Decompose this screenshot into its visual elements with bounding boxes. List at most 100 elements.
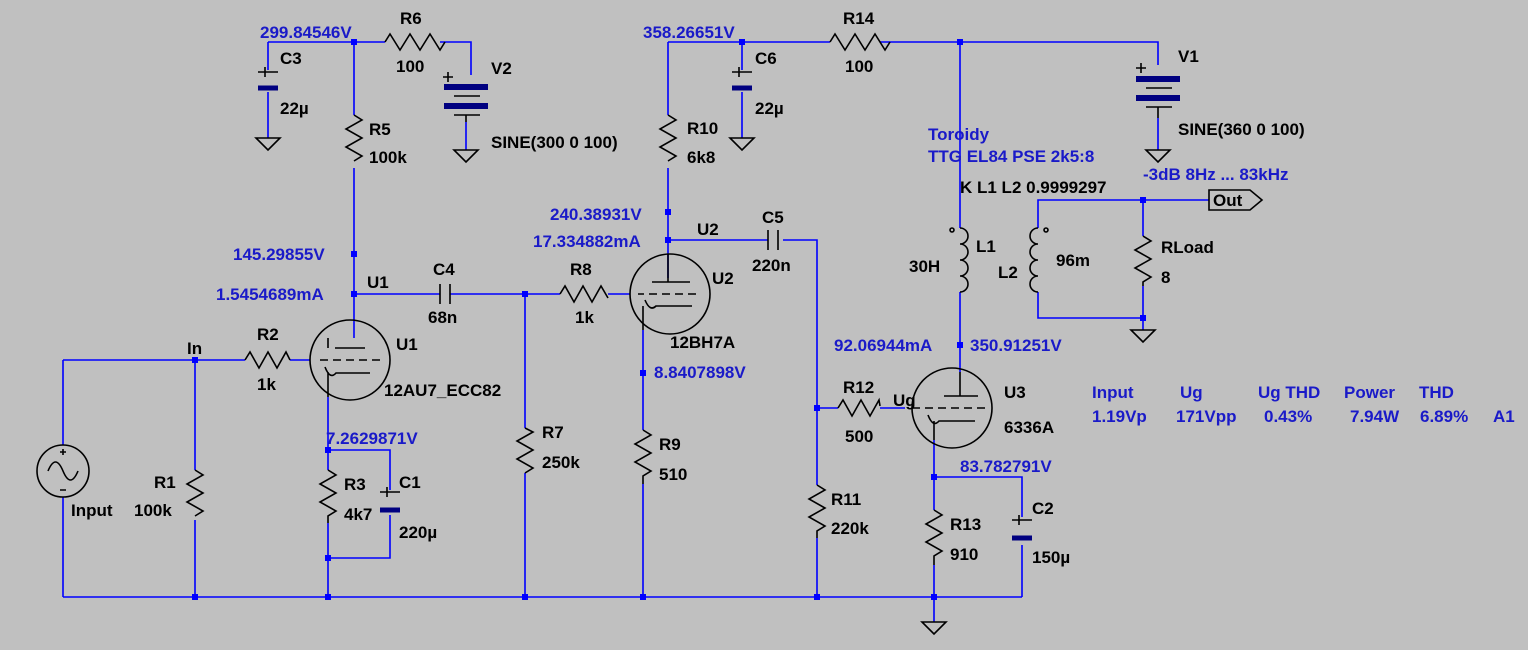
- node-voltage-u1-plate: 145.29855V: [233, 245, 325, 264]
- capacitor-c5-symbol: [767, 230, 779, 250]
- label-r13-name: R13: [950, 515, 981, 534]
- label-input-source: Input: [71, 501, 113, 520]
- junctions: [192, 39, 1146, 600]
- label-c3-value: 22µ: [280, 99, 309, 118]
- results-value: 6.89%: [1420, 407, 1468, 426]
- label-c4-value: 68n: [428, 308, 457, 327]
- tube-u1-symbol: [309, 319, 391, 401]
- label-r9-name: R9: [659, 435, 681, 454]
- results-value: 0.43%: [1264, 407, 1312, 426]
- transformer-l1-l2-symbol: [949, 227, 1049, 293]
- results-header: THD: [1419, 383, 1454, 402]
- tube-u3-symbol: [911, 367, 993, 449]
- voltage-source-v2-symbol: [443, 72, 488, 122]
- resistor-r12-symbol: [837, 397, 881, 418]
- label-r10-value: 6k8: [687, 148, 715, 167]
- results-header: Input: [1092, 383, 1134, 402]
- tube-u2-symbol: [629, 253, 711, 335]
- label-u1-top-name: U1: [367, 273, 389, 292]
- capacitor-c1-symbol: [380, 487, 400, 513]
- label-v1-value: SINE(360 0 100): [1178, 120, 1305, 139]
- label-u3-name: U3: [1004, 383, 1026, 402]
- note-bandwidth: -3dB 8Hz ... 83kHz: [1143, 165, 1289, 184]
- label-rload-value: 8: [1161, 268, 1170, 287]
- voltage-source-v1-symbol: [1136, 63, 1180, 118]
- resistor-r14-symbol: [829, 32, 891, 52]
- note-toroid-line1: Toroidy: [928, 125, 990, 144]
- resistor-r13-symbol: [924, 509, 944, 565]
- resistor-r9-symbol: [633, 429, 653, 484]
- label-r3-value: 4k7: [344, 505, 372, 524]
- resistor-r7-symbol: [515, 427, 535, 474]
- label-u3-value: 6336A: [1004, 418, 1054, 437]
- results-table: Input Ug Ug THD Power THD 1.19Vp 171Vpp …: [1092, 383, 1515, 426]
- label-c3-name: C3: [280, 49, 302, 68]
- label-r12-name: R12: [843, 378, 874, 397]
- label-c2-name: C2: [1032, 499, 1054, 518]
- label-l1-value: 30H: [909, 257, 940, 276]
- label-c5-name: C5: [762, 208, 784, 227]
- node-current-u2: 17.334882mA: [533, 232, 641, 251]
- note-toroid-line2: TTG EL84 PSE 2k5:8: [928, 147, 1094, 166]
- label-r14-value: 100: [845, 57, 873, 76]
- node-voltage-u2-plate: 240.38931V: [550, 205, 642, 224]
- label-r6-name: R6: [400, 9, 422, 28]
- results-value: 171Vpp: [1176, 407, 1236, 426]
- label-r11-value: 220k: [831, 519, 869, 538]
- label-r7-name: R7: [542, 423, 564, 442]
- results-header: Ug THD: [1258, 383, 1320, 402]
- label-r13-value: 910: [950, 545, 978, 564]
- node-voltage-u2-cathode: 8.8407898V: [654, 363, 746, 382]
- label-r8-value: 1k: [575, 308, 594, 327]
- capacitor-c4-symbol: [439, 284, 451, 304]
- node-voltage-u3-plate: 350.91251V: [970, 336, 1062, 355]
- label-r3-name: R3: [344, 475, 366, 494]
- label-r8-name: R8: [570, 260, 592, 279]
- label-r7-value: 250k: [542, 453, 580, 472]
- label-v2-name: V2: [491, 59, 512, 78]
- results-header: Ug: [1180, 383, 1203, 402]
- label-r2-value: 1k: [257, 375, 276, 394]
- label-r6-value: 100: [396, 57, 424, 76]
- results-value: A1: [1493, 407, 1515, 426]
- resistor-r1-symbol: [185, 469, 205, 517]
- label-u2-top-name: U2: [697, 220, 719, 239]
- label-r11-name: R11: [831, 490, 861, 509]
- output-port-symbol: [1208, 189, 1264, 211]
- resistor-r3-symbol: [318, 469, 338, 523]
- results-header: Power: [1344, 383, 1395, 402]
- label-r5-value: 100k: [369, 148, 407, 167]
- node-voltage-r6: 299.84546V: [260, 23, 352, 42]
- results-value: 1.19Vp: [1092, 407, 1147, 426]
- label-r14-name: R14: [843, 9, 875, 28]
- label-c4-name: C4: [433, 260, 455, 279]
- results-value: 7.94W: [1350, 407, 1400, 426]
- label-c6-value: 22µ: [755, 99, 784, 118]
- capacitor-c3-symbol: [258, 67, 278, 91]
- label-c5-value: 220n: [752, 256, 791, 275]
- note-coupling: K L1 L2 0.9999297: [960, 178, 1106, 197]
- resistor-r8-symbol: [559, 284, 609, 304]
- capacitor-c2-symbol: [1012, 515, 1032, 541]
- node-current-u3: 92.06944mA: [834, 336, 932, 355]
- net-label-ug: Ug: [893, 391, 916, 410]
- node-voltage-r14: 358.26651V: [643, 23, 735, 42]
- label-v1-name: V1: [1178, 47, 1199, 66]
- label-c6-name: C6: [755, 49, 777, 68]
- label-r12-value: 500: [845, 427, 873, 446]
- resistor-r2-symbol: [244, 350, 291, 370]
- label-v2-value: SINE(300 0 100): [491, 133, 618, 152]
- ground-symbols: [254, 137, 1172, 636]
- capacitor-c6-symbol: [732, 67, 752, 91]
- label-l2-value: 96m: [1056, 251, 1090, 270]
- label-u2-value: 12BH7A: [670, 333, 735, 352]
- label-r1-name: R1: [154, 473, 176, 492]
- label-c1-value: 220µ: [399, 523, 437, 542]
- label-r9-value: 510: [659, 465, 687, 484]
- node-current-u1: 1.5454689mA: [216, 285, 324, 304]
- label-c2-value: 150µ: [1032, 548, 1070, 567]
- wires: [62, 41, 1209, 622]
- node-voltage-u3-cathode: 83.782791V: [960, 457, 1052, 476]
- resistor-r5-symbol: [344, 114, 364, 162]
